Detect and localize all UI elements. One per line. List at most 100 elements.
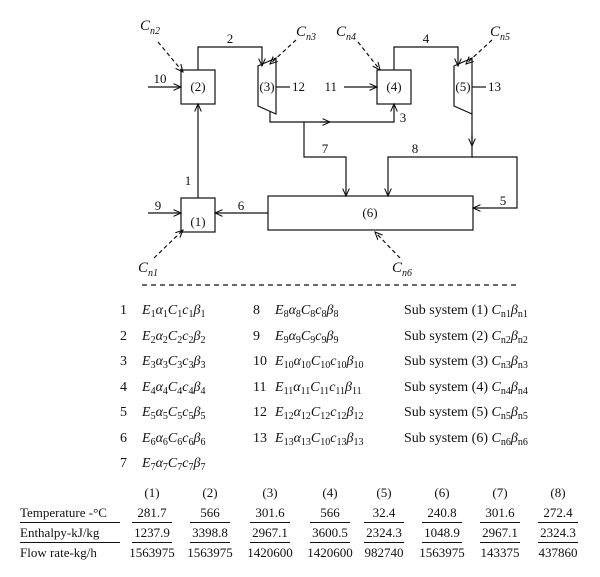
stream-label-11: 11 xyxy=(324,79,337,94)
table-cell-underline xyxy=(364,542,404,543)
legend-subsystem-1: Sub system (1) Cn1βn1 xyxy=(404,303,528,320)
table-col-header: (4) xyxy=(322,485,338,500)
table-col-header: (2) xyxy=(202,485,218,500)
unit-label-3: (3) xyxy=(259,79,274,94)
table-cell-underline xyxy=(190,522,230,523)
table-cell-underline xyxy=(422,522,462,523)
cost-arrow-n4 xyxy=(357,41,380,70)
table-cell: 437860 xyxy=(538,545,578,560)
table-cell: 240.8 xyxy=(427,505,457,520)
table-cell: 1563975 xyxy=(419,545,465,560)
stream-label-13: 13 xyxy=(488,79,501,94)
stream-2-line xyxy=(197,46,262,70)
stream-label-9: 9 xyxy=(155,198,162,213)
table-cell: 301.6 xyxy=(485,505,515,520)
stream-label-1: 1 xyxy=(185,173,192,188)
table-col-header: (1) xyxy=(144,485,160,500)
unit-label-5: (5) xyxy=(455,79,470,94)
unit-label-2: (2) xyxy=(190,79,205,94)
unit-label-4: (4) xyxy=(386,79,401,94)
stream-label-2: 2 xyxy=(227,31,234,46)
table-cell-underline xyxy=(132,522,172,523)
table-cell: 566 xyxy=(200,505,220,520)
cost-label-n1: Cn1 xyxy=(138,260,158,279)
table-cell-underline xyxy=(190,542,230,543)
unit-label-1: (1) xyxy=(190,214,205,229)
table-cell: 2967.1 xyxy=(252,525,288,540)
table-col-header: (3) xyxy=(262,485,278,500)
table-cell-underline xyxy=(310,542,350,543)
table-cell: 3398.8 xyxy=(192,525,228,540)
table-cell: 1237.9 xyxy=(134,525,170,540)
legend-subsystem-5: Sub system (5) Cn5βn5 xyxy=(404,405,528,422)
table-cell: 1563975 xyxy=(129,545,175,560)
table-cell-underline xyxy=(250,522,290,523)
stream-label-12: 12 xyxy=(292,79,305,94)
table-cell-underline xyxy=(538,542,578,543)
process-flow-diagram: (2) (3) (4) (5) (1) (6) 1 2 3 4 5 6 7 8 … xyxy=(138,18,518,286)
stream-label-4: 4 xyxy=(423,31,430,46)
cost-arrow-n6 xyxy=(375,232,401,259)
stream-3-line xyxy=(269,104,394,123)
stream-label-3: 3 xyxy=(400,110,407,125)
table-col-header: (7) xyxy=(492,485,508,500)
stream-7-line xyxy=(303,122,346,196)
table-cell: 566 xyxy=(320,505,340,520)
table-row-label: Flow rate-kg/h xyxy=(20,545,97,560)
cost-label-n4: Cn4 xyxy=(336,24,356,43)
table-cell-underline xyxy=(310,522,350,523)
unit-label-6: (6) xyxy=(362,205,377,220)
table-cell-underline xyxy=(364,522,404,523)
stream-label-8: 8 xyxy=(412,141,419,156)
table-cell: 2324.3 xyxy=(540,525,576,540)
cost-label-n6: Cn6 xyxy=(392,260,412,279)
legend-subsystem-6: Sub system (6) Cn6βn6 xyxy=(404,430,528,448)
stream-5-line xyxy=(472,156,518,208)
cost-label-n5: Cn5 xyxy=(490,24,510,43)
stream-4-line xyxy=(393,46,458,70)
table-row-underline xyxy=(20,522,120,523)
table-cell: 2324.3 xyxy=(366,525,402,540)
cost-arrow-n5 xyxy=(466,39,493,64)
stream-label-6: 6 xyxy=(238,198,245,213)
table-row-label: Temperature -°C xyxy=(20,505,107,520)
cost-label-n2: Cn2 xyxy=(140,18,160,37)
table-cell: 301.6 xyxy=(255,505,285,520)
table-cell: 32.4 xyxy=(372,505,396,520)
table-cell: 143375 xyxy=(480,545,520,560)
table-cell-underline xyxy=(480,522,520,523)
legend-subsystem-3: Sub system (3) Cn3βn3 xyxy=(404,354,528,371)
legend-subsystem-2: Sub system (2) Cn2βn2 xyxy=(404,328,528,346)
table-cell: 272.4 xyxy=(543,505,573,520)
legend-subsystem-4: Sub system (4) Cn4βn4 xyxy=(404,379,528,397)
table-cell: 1420600 xyxy=(307,545,353,560)
table-cell-underline xyxy=(422,542,462,543)
table-cell-underline xyxy=(538,522,578,523)
table-cell: 3600.5 xyxy=(312,525,348,540)
table-row-label: Enthalpy-kJ/kg xyxy=(20,525,100,540)
table-row-underline xyxy=(20,542,120,543)
table-cell: 2967.1 xyxy=(482,525,518,540)
table-cell-underline xyxy=(250,542,290,543)
table-cell: 1563975 xyxy=(187,545,233,560)
table-cell: 1048.9 xyxy=(424,525,460,540)
cost-arrow-n3 xyxy=(270,39,297,64)
table-col-header: (6) xyxy=(434,485,450,500)
table-cell: 1420600 xyxy=(247,545,293,560)
table-cell: 982740 xyxy=(364,545,404,560)
stream-label-10: 10 xyxy=(154,71,167,86)
stream-label-7: 7 xyxy=(322,141,329,156)
